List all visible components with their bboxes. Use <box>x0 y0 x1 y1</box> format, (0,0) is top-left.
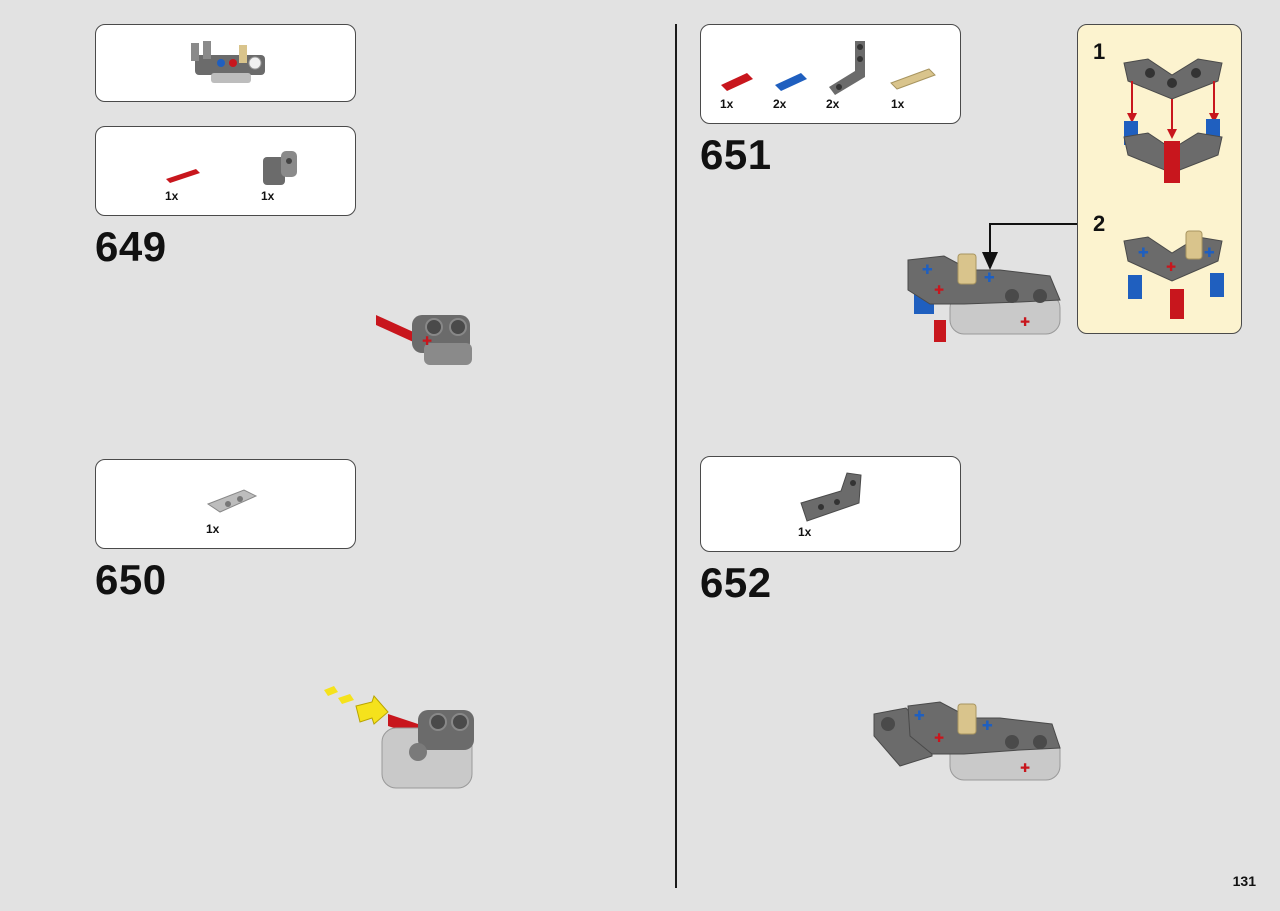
svg-text:✚: ✚ <box>914 709 925 724</box>
svg-text:✚: ✚ <box>934 283 944 297</box>
light-beam-icon <box>206 489 258 513</box>
subassembly-preview-box <box>95 24 356 102</box>
page-number: 131 <box>1232 873 1256 889</box>
part-qty: 1x <box>720 97 734 111</box>
svg-text:✚: ✚ <box>982 719 993 734</box>
step-652-illustration: ✚ ✚ ✚ ✚ <box>873 701 1061 781</box>
svg-text:✚: ✚ <box>1020 315 1030 329</box>
connector-icon <box>263 151 297 185</box>
part-qty: 2x <box>826 97 840 111</box>
part-qty: 1x <box>261 189 275 203</box>
svg-text:✚: ✚ <box>1166 260 1176 274</box>
red-axle-icon <box>166 169 200 183</box>
parts-list-650: 1x <box>95 459 356 549</box>
substep-2-illustration: ✚ ✚ ✚ <box>1123 230 1224 319</box>
part-qty: 2x <box>773 97 787 111</box>
parts-list-652: 1x <box>700 456 961 552</box>
part-qty: 1x <box>165 189 179 203</box>
part-qty: 1x <box>206 522 220 536</box>
parts-list-651: 1x 2x 2x 1x <box>700 24 961 124</box>
svg-text:✚: ✚ <box>1020 761 1030 775</box>
svg-text:✚: ✚ <box>934 731 944 745</box>
svg-text:✚: ✚ <box>1138 246 1149 261</box>
parts-list-649: 1x 1x <box>95 126 356 216</box>
substep-number: 1 <box>1093 39 1106 64</box>
step-number: 649 <box>95 223 167 270</box>
l-beam-icon <box>829 41 865 95</box>
svg-text:✚: ✚ <box>984 271 995 286</box>
substep-number: 2 <box>1093 211 1106 236</box>
blue-axle-pin-icon <box>775 73 807 91</box>
step-number: 652 <box>700 559 772 606</box>
part-qty: 1x <box>891 97 905 111</box>
tan-pin-icon <box>890 68 936 90</box>
substep-callout: 1 2 ✚ ✚ ✚ <box>1077 24 1242 334</box>
step-number: 651 <box>700 131 772 178</box>
step-650-illustration <box>324 686 474 789</box>
substep-1-illustration <box>1123 58 1223 183</box>
subassembly-illustration <box>191 41 265 83</box>
svg-text:✚: ✚ <box>1204 246 1215 261</box>
page-divider <box>675 24 677 888</box>
step-649-illustration: ✚ <box>376 315 472 365</box>
step-651-illustration: ✚ ✚ ✚ ✚ <box>907 223 1090 342</box>
bent-beam-icon <box>800 472 862 522</box>
part-qty: 1x <box>798 525 812 539</box>
svg-text:✚: ✚ <box>422 334 432 348</box>
svg-text:✚: ✚ <box>922 263 933 278</box>
step-number: 650 <box>95 556 167 603</box>
red-axle-pin-icon <box>721 73 753 91</box>
